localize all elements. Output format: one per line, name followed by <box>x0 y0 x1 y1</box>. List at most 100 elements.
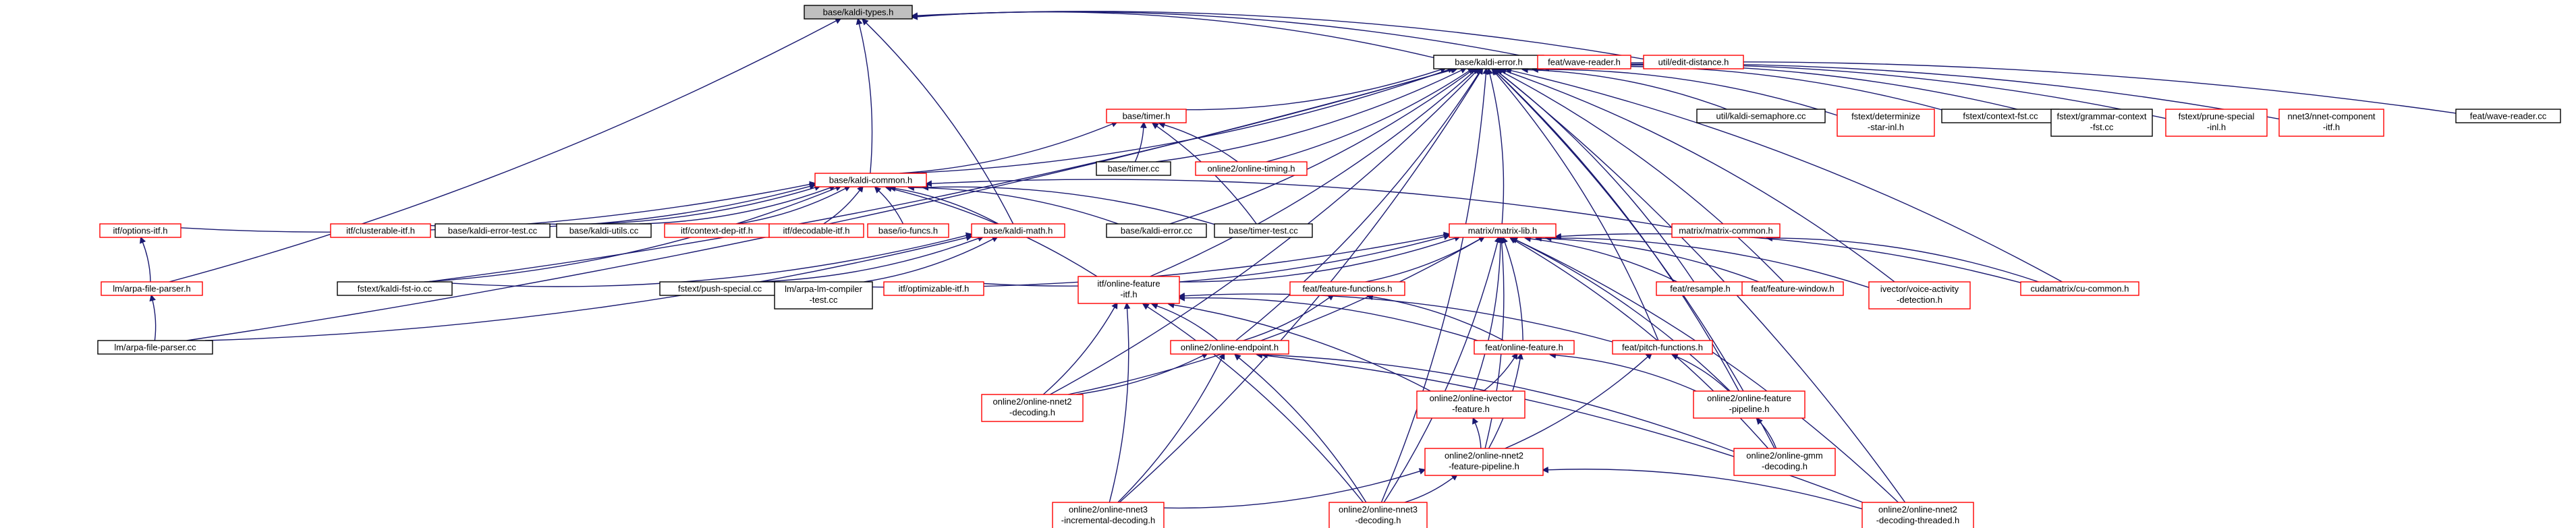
node-timertest[interactable]: base/timer-test.cc <box>1214 223 1313 238</box>
node-label: -itf.h <box>1120 289 1137 299</box>
node-pitch[interactable]: feat/pitch-functions.h <box>1612 340 1713 355</box>
node-label: lm/arpa-file-parser.cc <box>114 343 196 353</box>
edge-pitch-includes-onlinefeatureitf <box>1178 292 1613 343</box>
edge-timerh-includes-error <box>1185 66 1447 111</box>
node-featfunctions[interactable]: feat/feature-functions.h <box>1289 281 1405 296</box>
node-label: feat/wave-reader.h <box>1548 57 1621 67</box>
node-label: -decoding.h <box>1009 407 1055 417</box>
node-label: base/kaldi-common.h <box>829 175 913 185</box>
edge-nnet3incremental-includes-endpoint <box>1117 352 1225 503</box>
edge-gmmdecoding-includes-featurepipeline <box>1756 417 1777 449</box>
edge-arpaparserh-includes-optionsitf <box>140 236 151 283</box>
node-label: online2/online-timing.h <box>1207 164 1295 174</box>
node-label: online2/online-gmm <box>1746 450 1822 461</box>
node-onlinefeatureitf[interactable]: itf/online-feature-itf.h <box>1077 276 1180 304</box>
node-nnetcomponent[interactable]: nnet3/nnet-component-itf.h <box>2278 109 2384 137</box>
node-nnet2pipeline[interactable]: online2/online-nnet2-feature-pipeline.h <box>1424 448 1544 476</box>
node-label: base/kaldi-error.h <box>1455 57 1522 67</box>
node-label: base/io-funcs.h <box>878 226 938 236</box>
node-featurepipeline[interactable]: online2/online-feature-pipeline.h <box>1693 390 1805 419</box>
node-wavereaderh[interactable]: feat/wave-reader.h <box>1537 55 1631 69</box>
node-endpoint[interactable]: online2/online-endpoint.h <box>1170 340 1289 355</box>
node-matrixcommon[interactable]: matrix/matrix-common.h <box>1671 223 1781 238</box>
node-clusterable[interactable]: itf/clusterable-itf.h <box>330 223 431 238</box>
edge-arpaparsercc-includes-kmath <box>204 234 973 341</box>
edge-featfunctions-includes-matrixlib <box>1365 236 1486 283</box>
node-iofuncs[interactable]: base/io-funcs.h <box>867 223 949 238</box>
node-nnet3decoding[interactable]: online2/online-nnet3-decoding.h <box>1328 502 1428 528</box>
node-kmath[interactable]: base/kaldi-math.h <box>971 223 1065 238</box>
node-contextdep[interactable]: itf/context-dep-itf.h <box>664 223 770 238</box>
node-box <box>768 223 864 238</box>
node-semaphore[interactable]: util/kaldi-semaphore.cc <box>1696 109 1826 123</box>
node-box <box>1837 109 1935 137</box>
node-cucommon[interactable]: cudamatrix/cu-common.h <box>2020 281 2139 296</box>
node-prunespecial[interactable]: fstext/prune-special-inl.h <box>2165 109 2268 137</box>
node-label: feat/feature-window.h <box>1751 284 1835 294</box>
edge-onlinefeature-includes-onlinefeatureitf <box>1178 294 1478 341</box>
node-ivectorfeature[interactable]: online2/online-ivector-feature.h <box>1416 390 1525 419</box>
node-optimizable[interactable]: itf/optimizable-itf.h <box>883 281 984 296</box>
node-box <box>1741 281 1844 296</box>
node-editdistance[interactable]: util/edit-distance.h <box>1643 55 1744 69</box>
node-box <box>804 5 913 20</box>
node-box <box>1861 502 1974 528</box>
node-common[interactable]: base/kaldi-common.h <box>814 173 927 187</box>
node-errorcc[interactable]: base/kaldi-error.cc <box>1106 223 1207 238</box>
node-matrixlib[interactable]: matrix/matrix-lib.h <box>1449 223 1557 238</box>
node-optionsitf[interactable]: itf/options-itf.h <box>99 223 181 238</box>
node-label: base/kaldi-error.cc <box>1121 226 1193 236</box>
edge-endpoint-includes-error <box>1235 67 1483 341</box>
node-arpalm[interactable]: lm/arpa-lm-compiler-test.cc <box>774 281 873 310</box>
node-label: itf/decodable-itf.h <box>783 226 849 236</box>
node-box <box>1733 448 1836 476</box>
node-box <box>1096 161 1171 176</box>
node-timerh[interactable]: base/timer.h <box>1106 109 1187 123</box>
node-onlinetiming[interactable]: online2/online-timing.h <box>1195 161 1308 176</box>
node-decodable[interactable]: itf/decodable-itf.h <box>768 223 864 238</box>
node-fstio[interactable]: fstext/kaldi-fst-io.cc <box>337 281 453 296</box>
node-resample[interactable]: feat/resample.h <box>1656 281 1745 296</box>
edge-common-includes-types <box>856 18 873 174</box>
node-arpaparserh[interactable]: lm/arpa-file-parser.h <box>101 281 203 296</box>
edge-nnet2threaded-includes-matrixlib <box>1511 237 1899 503</box>
node-determinize[interactable]: fstext/determinize-star-inl.h <box>1837 109 1935 137</box>
node-label: base/timer.cc <box>1108 164 1160 174</box>
edge-onlinefeatureitf-includes-error <box>1150 67 1479 277</box>
node-label: -feature-pipeline.h <box>1449 461 1519 471</box>
edge-contextfst-includes-error <box>1542 65 1942 111</box>
node-box <box>883 281 984 296</box>
node-box <box>1537 55 1631 69</box>
edge-nnet2threaded-includes-nnet2pipeline <box>1542 466 1863 510</box>
node-voiceactivity[interactable]: ivector/voice-activity-detection.h <box>1868 281 1971 310</box>
node-nnet3incremental[interactable]: online2/online-nnet3-incremental-decodin… <box>1052 502 1165 528</box>
node-arpaparsercc[interactable]: lm/arpa-file-parser.cc <box>97 340 213 355</box>
node-types[interactable]: base/kaldi-types.h <box>804 5 913 20</box>
node-featwindow[interactable]: feat/feature-window.h <box>1741 281 1844 296</box>
node-error[interactable]: base/kaldi-error.h <box>1433 55 1544 69</box>
edge-nnet2decoding-includes-endpoint <box>1075 353 1209 395</box>
edge-pitch-includes-error <box>1491 68 1659 341</box>
edge-timercc-includes-timerh <box>1134 121 1147 163</box>
node-pushspecial[interactable]: fstext/push-special.cc <box>659 281 781 296</box>
node-box <box>1643 55 1744 69</box>
node-onlinefeature[interactable]: feat/online-feature.h <box>1474 340 1575 355</box>
node-grammarcontext[interactable]: fstext/grammar-context-fst.cc <box>2050 109 2153 137</box>
edge-semaphore-includes-error <box>1521 66 1727 110</box>
node-label: fstext/prune-special <box>2179 111 2255 121</box>
edge-ivectorfeature-includes-onlinefeature <box>1483 352 1518 392</box>
node-nnet2decoding[interactable]: online2/online-nnet2-decoding.h <box>981 394 1084 422</box>
node-utils[interactable]: base/kaldi-utils.cc <box>556 223 652 238</box>
node-wavereadercc[interactable]: feat/wave-reader.cc <box>2455 109 2561 123</box>
node-gmmdecoding[interactable]: online2/online-gmm-decoding.h <box>1733 448 1836 476</box>
edge-timercc-includes-error <box>1156 67 1467 163</box>
edge-featurepipeline-includes-onlinefeature <box>1549 351 1697 392</box>
node-label: lm/arpa-file-parser.h <box>113 284 191 294</box>
edge-voiceactivity-includes-error <box>1499 67 1895 283</box>
node-label: feat/wave-reader.cc <box>2470 111 2547 121</box>
node-timercc[interactable]: base/timer.cc <box>1096 161 1171 176</box>
node-nnet2threaded[interactable]: online2/online-nnet2-decoding-threaded.h <box>1861 502 1974 528</box>
node-errortest[interactable]: base/kaldi-error-test.cc <box>435 223 551 238</box>
node-box <box>99 223 181 238</box>
node-contextfst[interactable]: fstext/context-fst.cc <box>1941 109 2060 123</box>
